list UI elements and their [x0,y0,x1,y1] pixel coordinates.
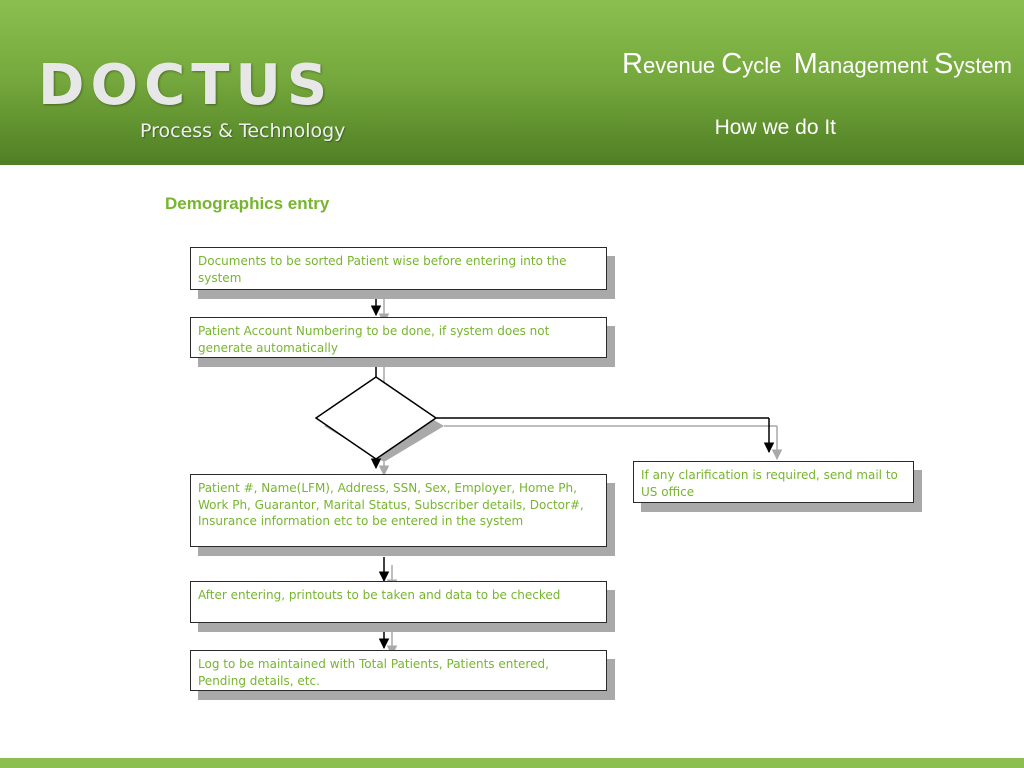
flow-step-text: If any clarification is required, send m… [641,468,898,499]
title-cap-c: C [721,48,743,80]
doctus-logo: DOCTUS [38,53,334,118]
flow-step-enter-details: Patient #, Name(LFM), Address, SSN, Sex,… [190,474,607,547]
title-cap-s: S [933,48,954,80]
flow-step-text: Documents to be sorted Patient wise befo… [198,254,567,285]
title-rest-c: ycle [742,53,794,78]
flow-step-text: After entering, printouts to be taken an… [198,588,561,602]
page-title: Revenue Cycle Management System [622,48,1012,81]
flow-side-clarification: If any clarification is required, send m… [633,461,914,503]
section-title: Demographics entry [165,194,330,213]
decision-diamond [314,376,438,460]
logo-tagline: Process & Technology [140,120,346,142]
flow-step-log: Log to be maintained with Total Patients… [190,650,607,691]
title-cap-m: M [793,48,818,80]
page-subtitle: How we do It [714,116,836,139]
flow-step-text: Log to be maintained with Total Patients… [198,657,549,688]
flow-step-printouts: After entering, printouts to be taken an… [190,581,607,623]
title-rest-s: ystem [953,53,1012,78]
flow-step-text: Patient Account Numbering to be done, if… [198,324,550,355]
footer-bar [0,758,1024,768]
header-banner: DOCTUS Process & Technology Revenue Cycl… [0,0,1024,165]
flow-step-sort-documents: Documents to be sorted Patient wise befo… [190,247,607,290]
title-cap-r: R [622,48,643,80]
title-rest-m: anagement [817,53,934,78]
title-rest-r: evenue [642,53,722,78]
connector-lines [370,290,775,650]
flow-step-account-numbering: Patient Account Numbering to be done, if… [190,317,607,358]
flow-step-text: Patient #, Name(LFM), Address, SSN, Sex,… [198,481,584,528]
